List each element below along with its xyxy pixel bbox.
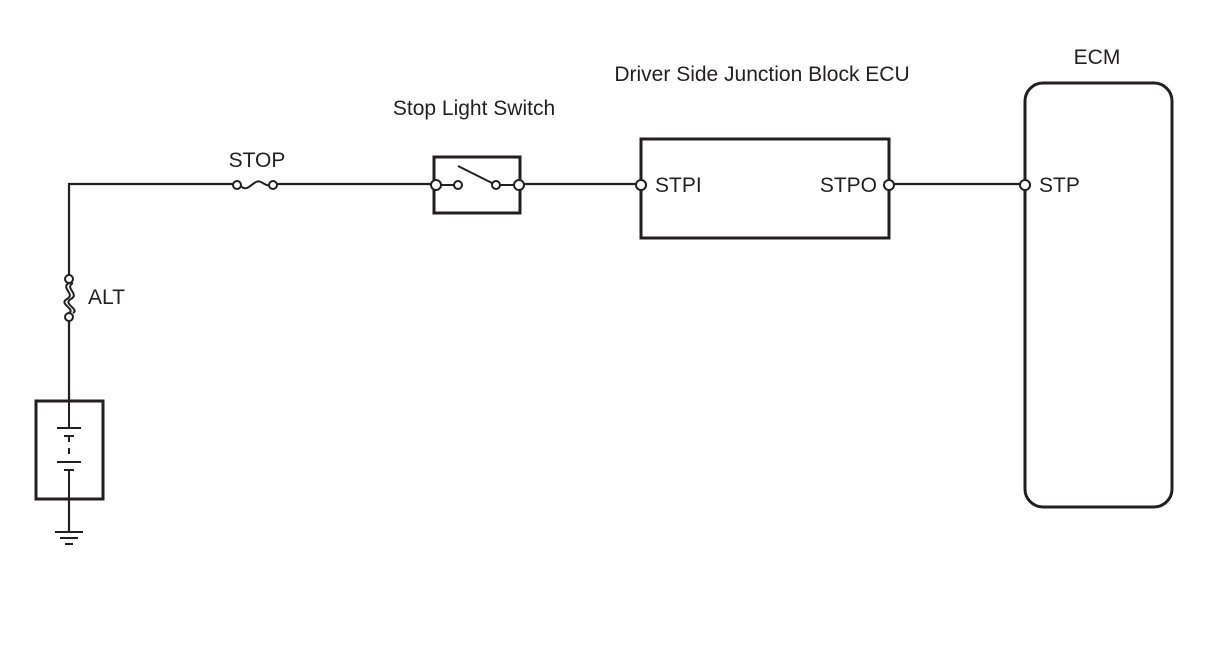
wiring <box>67 182 1020 401</box>
stop-fuse-label: STOP <box>229 149 286 172</box>
ground-icon <box>55 499 83 545</box>
alt-fuse-label: ALT <box>88 286 125 309</box>
stpi-terminal-label: STPI <box>655 174 702 197</box>
junction-block-ecu-label: Driver Side Junction Block ECU <box>614 63 909 86</box>
junction-block-ecu <box>635 137 895 240</box>
stpo-terminal <box>883 179 895 191</box>
ecm-label: ECM <box>1074 46 1121 69</box>
stpo-terminal-label: STPO <box>820 174 877 197</box>
fuse-icon <box>232 180 278 190</box>
open-switch-icon <box>430 165 525 191</box>
battery-icon <box>34 399 105 501</box>
stop-light-switch-label: Stop Light Switch <box>393 97 555 120</box>
stpi-terminal <box>635 179 647 191</box>
wire-main-to-stop-fuse <box>67 182 233 276</box>
stp-terminal <box>1019 179 1031 191</box>
stp-terminal-label: STP <box>1039 174 1080 197</box>
fusible-link-icon <box>63 274 76 322</box>
ecm <box>1019 81 1174 509</box>
stop-light-switch <box>430 155 525 215</box>
